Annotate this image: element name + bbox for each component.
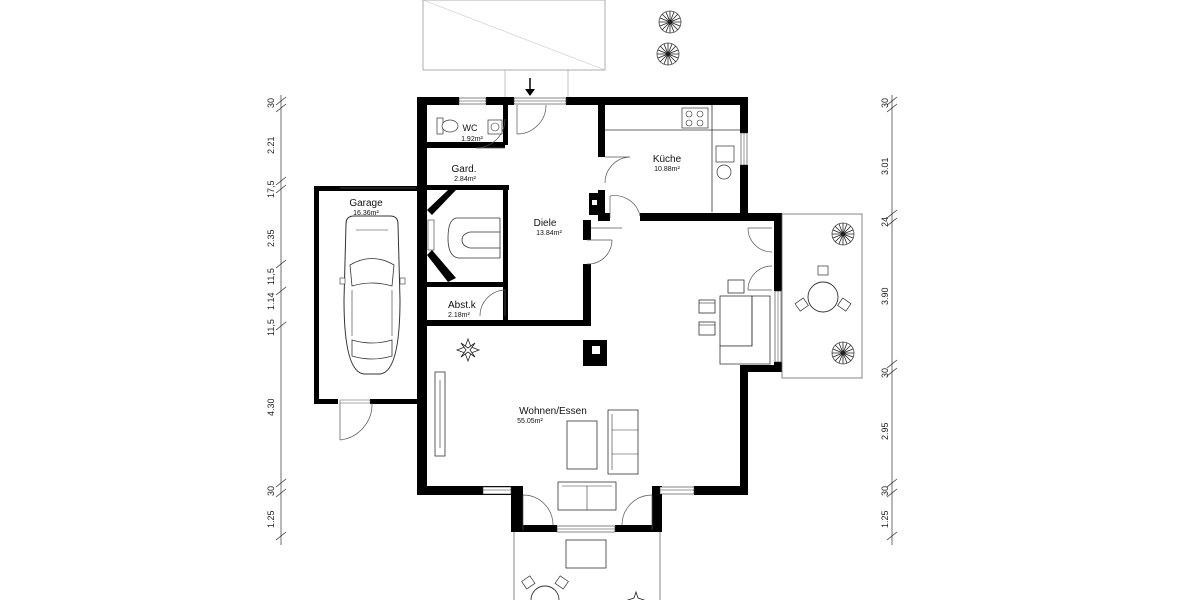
dim-left-9: 1.25 <box>266 510 276 528</box>
dim-left-5: 1.14 <box>266 292 276 310</box>
dim-right-3: 3.90 <box>880 287 890 305</box>
driveway <box>422 0 606 100</box>
room-name-wohnen: Wohnen/Essen <box>519 406 587 417</box>
dimension-labels-right: 30 3.01 24 3.90 30 2.95 30 1.25 <box>880 98 890 528</box>
dim-left-4: 11,5 <box>266 268 276 285</box>
dim-left-3: 2.35 <box>266 229 276 247</box>
room-area-wohnen: 55.05m² <box>517 418 543 425</box>
dim-right-6: 30 <box>880 486 890 496</box>
dining-set <box>698 279 771 365</box>
stove-icon <box>681 107 709 129</box>
plant-icon <box>626 590 646 600</box>
garage <box>314 186 424 441</box>
windows <box>427 97 782 533</box>
room-area-wc: 1.92m² <box>461 136 483 143</box>
dim-right-5: 2.95 <box>880 422 890 440</box>
table-chairs-icon <box>521 575 569 600</box>
sink-icon <box>487 119 503 135</box>
dimension-line-right <box>886 95 898 545</box>
terrace-bottom <box>513 532 661 600</box>
kitchen-counter <box>605 105 740 212</box>
table-chairs-icon <box>794 265 852 313</box>
room-name-garage: Garage <box>349 198 383 209</box>
entrance-arrow-icon <box>525 78 535 96</box>
house-walls <box>417 97 782 532</box>
staircase <box>447 217 501 259</box>
car-icon <box>339 215 406 375</box>
dim-right-7: 1.25 <box>880 510 890 528</box>
sofa <box>607 409 639 475</box>
plant-icon <box>831 222 855 246</box>
room-name-abst: Abst.k <box>448 300 477 311</box>
dim-right-0: 30 <box>880 98 890 108</box>
dim-left-7: 4.30 <box>266 398 276 416</box>
doors <box>475 104 773 530</box>
sofa <box>557 481 617 511</box>
plant-icon <box>658 10 682 34</box>
room-area-diele: 13.84m² <box>536 230 562 237</box>
coffee-table <box>566 420 598 470</box>
dim-left-8: 30 <box>266 486 276 496</box>
dimension-line-left <box>275 95 287 545</box>
plant-icon <box>455 337 481 363</box>
room-name-wc: WC <box>463 123 478 133</box>
dim-left-0: 30 <box>266 98 276 108</box>
dim-right-4: 30 <box>880 368 890 378</box>
room-name-kueche: Küche <box>653 154 682 165</box>
room-area-abst: 2.18m² <box>448 312 470 319</box>
dim-left-6: 11,5 <box>266 319 276 336</box>
room-name-gard: Gard. <box>451 164 476 175</box>
room-area-kueche: 10.88m² <box>654 166 680 173</box>
dimension-labels-left: 30 2.21 17,5 2.35 11,5 1.14 11,5 4.30 30… <box>266 98 276 528</box>
dim-left-2: 17,5 <box>266 180 276 198</box>
toilet-icon <box>436 117 459 135</box>
plant-icon <box>656 42 680 66</box>
dim-right-1: 3.01 <box>880 157 890 175</box>
plant-icon <box>831 341 855 365</box>
room-area-garage: 16.36m² <box>353 210 379 217</box>
room-name-diele: Diele <box>534 218 557 229</box>
dim-right-2: 24 <box>880 217 890 227</box>
dim-left-1: 2.21 <box>266 136 276 154</box>
sideboard <box>434 371 446 457</box>
sink-icon <box>715 145 735 180</box>
room-area-gard: 2.84m² <box>454 176 476 183</box>
